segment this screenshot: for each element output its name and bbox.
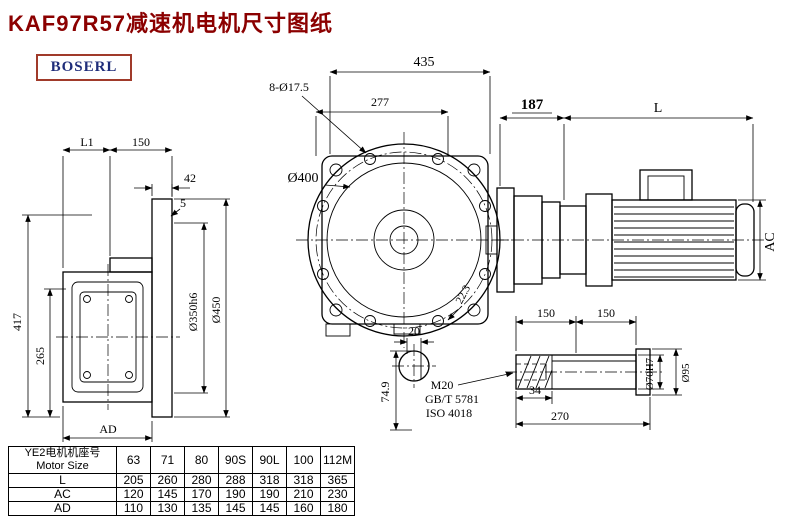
table-row-L: L 205 260 280 288 318 318 365 (8, 473, 356, 488)
table-cell: 190 (218, 487, 253, 502)
table-cell: 365 (319, 473, 356, 488)
technical-drawing: L1 150 42 5 417 265 AD (10, 55, 778, 442)
table-cell: 145 (218, 501, 253, 516)
table-cell: 160 (286, 501, 321, 516)
table-cell: 260 (150, 473, 185, 488)
table-cell: 205 (116, 473, 151, 488)
table-cell: 145 (252, 501, 287, 516)
dim-417: 417 (10, 313, 24, 331)
left-side-view (56, 198, 180, 418)
brand-logo-box: BOSERL (36, 54, 132, 81)
table-col-header: 90L (252, 446, 287, 474)
table-col-header: 80 (184, 446, 219, 474)
dim-150-a: 150 (537, 306, 555, 320)
top-dimensions: 435 8-Ø17.5 277 187 L (269, 55, 754, 202)
dim-AC: AC (763, 232, 778, 251)
motor-side-view: AC (485, 169, 778, 293)
dim-L: L (654, 101, 663, 116)
dim-265: 265 (33, 347, 47, 365)
dim-42: 42 (184, 171, 196, 185)
brand-logo-text: BOSERL (50, 59, 118, 75)
label-m20: M20 (431, 378, 454, 392)
dim-34: 34 (529, 383, 541, 397)
table-cell: 135 (184, 501, 219, 516)
dim-22-3: 22.3 (454, 283, 474, 306)
table-header-row: YE2电机机座号 Motor Size 63 71 80 90S 90L 100… (8, 446, 356, 474)
dim-20: 20 (408, 324, 420, 338)
shaft-section-detail: 20 74.9 (378, 324, 436, 431)
dim-bolt-callout: 8-Ø17.5 (269, 80, 309, 94)
page-title: KAF97R57减速机电机尺寸图纸 (8, 11, 334, 36)
dim-74-9: 74.9 (378, 382, 392, 403)
thread-hatching (517, 355, 553, 389)
dim-270: 270 (551, 409, 569, 423)
table-col-header: 112M (319, 446, 356, 474)
table-cell: 145 (150, 487, 185, 502)
motor-fins (614, 206, 734, 278)
table-cell: 170 (184, 487, 219, 502)
table-col-header: 100 (286, 446, 321, 474)
dim-435: 435 (414, 55, 435, 70)
table-col-header: 71 (150, 446, 185, 474)
dim-dia400: Ø400 (287, 171, 318, 186)
table-col-header: 90S (218, 446, 253, 474)
dim-AD: AD (99, 422, 117, 436)
table-col-header: 63 (116, 446, 151, 474)
table-cell: 288 (218, 473, 253, 488)
dim-277: 277 (371, 95, 389, 109)
motor-size-table: YE2电机机座号 Motor Size 63 71 80 90S 90L 100… (8, 446, 356, 516)
dim-5: 5 (180, 196, 186, 210)
row-label: AC (8, 487, 117, 502)
table-header-motor-size: YE2电机机座号 Motor Size (8, 446, 117, 474)
table-row-AC: AC 120 145 170 190 190 210 230 (8, 487, 356, 502)
table-row-AD: AD 110 130 135 145 145 160 180 (8, 501, 356, 516)
table-cell: 230 (319, 487, 356, 502)
dim-187: 187 (521, 97, 544, 113)
table-header-cn: YE2电机机座号 (24, 447, 101, 459)
dim-dia450: Ø450 (209, 297, 223, 324)
dim-L1: L1 (80, 135, 93, 149)
table-cell: 210 (286, 487, 321, 502)
table-header-en: Motor Size (36, 460, 89, 472)
row-label: AD (8, 501, 117, 516)
table-cell: 280 (184, 473, 219, 488)
table-cell: 190 (252, 487, 287, 502)
dim-150-top: 150 (132, 135, 150, 149)
dim-dia95: Ø95 (680, 363, 692, 382)
label-iso-4018: ISO 4018 (426, 406, 472, 420)
dim-150-b: 150 (597, 306, 615, 320)
output-shaft-detail: 150 150 34 270 M20 GB/T 5781 ISO 4018 Ø7… (425, 306, 692, 430)
table-cell: 318 (286, 473, 321, 488)
table-cell: 318 (252, 473, 287, 488)
row-label: L (8, 473, 117, 488)
table-cell: 120 (116, 487, 151, 502)
front-view: Ø400 22.3 (287, 132, 512, 348)
left-view-dimensions: L1 150 42 5 417 265 AD (10, 135, 230, 442)
label-gbt-5781: GB/T 5781 (425, 392, 479, 406)
table-cell: 180 (319, 501, 356, 516)
dim-dia70: Ø70H7 (644, 357, 656, 390)
dim-dia350: Ø350h6 (186, 293, 200, 332)
table-cell: 110 (116, 501, 151, 516)
table-cell: 130 (150, 501, 185, 516)
